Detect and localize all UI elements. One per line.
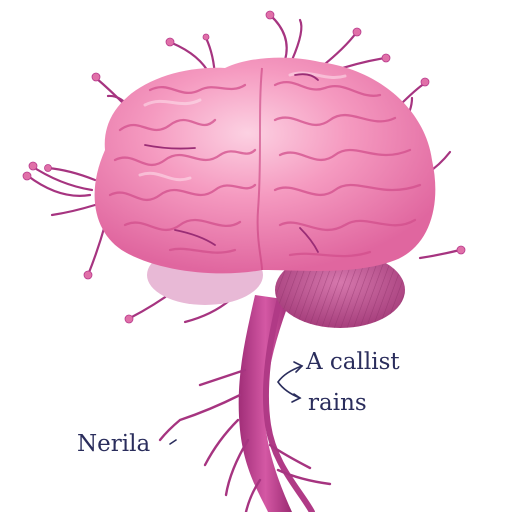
cerebrum xyxy=(94,57,436,274)
surface-nerves xyxy=(144,73,319,253)
cerebellum xyxy=(275,252,405,328)
label-a-callist: A callist xyxy=(306,349,400,375)
label-nerila: Nerila xyxy=(77,431,151,457)
label-rains: rains xyxy=(308,390,367,416)
label-arrows xyxy=(169,361,304,445)
brain-stem xyxy=(158,295,332,515)
